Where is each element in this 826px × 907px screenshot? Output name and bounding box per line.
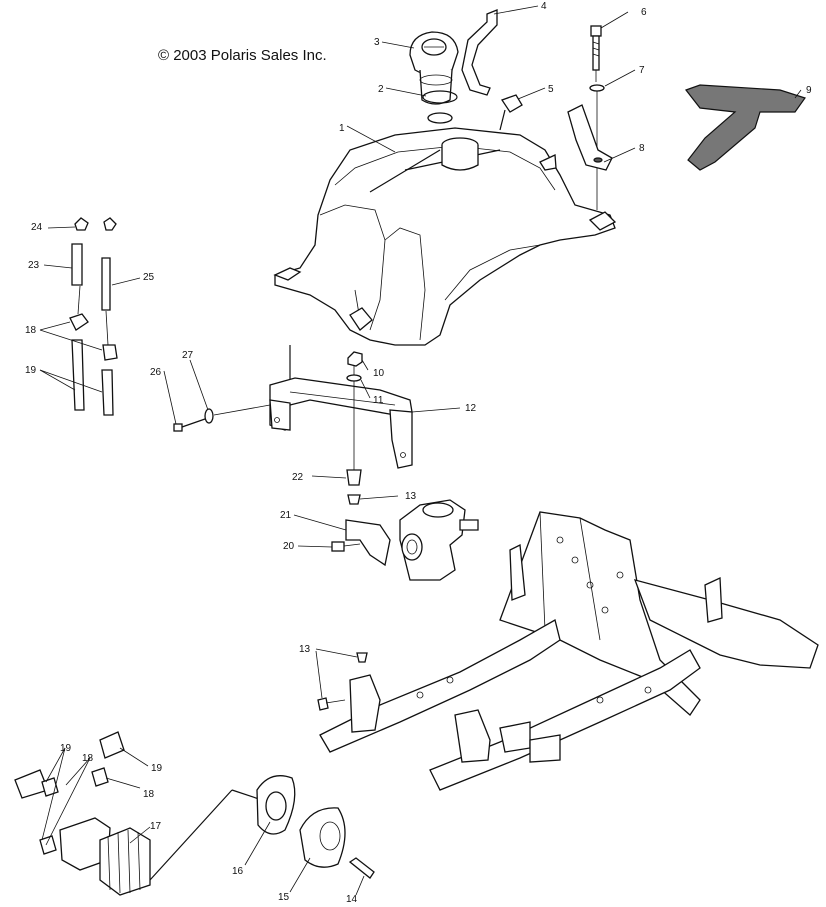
- callout-2: 2: [378, 84, 384, 95]
- copyright-notice: © 2003 Polaris Sales Inc.: [158, 47, 327, 64]
- callout-23: 23: [28, 260, 40, 271]
- tank-pad: [685, 84, 806, 171]
- vent-hose: [461, 9, 498, 96]
- callout-labels: 1 2 3 4 5 6 7 8 9 10 11 12 13 13 14 15 1…: [25, 1, 812, 905]
- fuel-tank: [273, 127, 617, 346]
- callout-13-frame: 13: [299, 644, 311, 655]
- callout-13-carb: 13: [405, 491, 417, 502]
- washer-11: [346, 374, 362, 382]
- callout-25: 25: [143, 272, 155, 283]
- bracket-8: [567, 104, 613, 171]
- fuel-cap: [409, 31, 459, 105]
- callout-20: 20: [283, 541, 295, 552]
- callout-21: 21: [280, 510, 292, 521]
- callout-18-valve: 18: [82, 753, 94, 764]
- callout-4: 4: [541, 1, 547, 12]
- callout-8: 8: [639, 143, 645, 154]
- fuel-valve-assembly: [14, 731, 375, 896]
- mounting-bracket: [269, 345, 413, 469]
- washer-7: [589, 84, 605, 210]
- callout-1: 1: [339, 123, 345, 134]
- callout-19-upper: 19: [25, 365, 37, 376]
- callout-15: 15: [278, 892, 290, 902]
- vent-fitting: [499, 94, 523, 131]
- frame-bolt-13-side: [317, 697, 346, 711]
- callout-3: 3: [374, 37, 380, 48]
- callout-22: 22: [292, 472, 304, 483]
- callout-5: 5: [548, 84, 554, 95]
- callout-19-hose: 19: [151, 763, 163, 774]
- callout-18-upper: 18: [25, 325, 37, 336]
- fuel-line-detail: [69, 217, 118, 416]
- callout-10: 10: [373, 368, 385, 379]
- frame-bolt-13-top: [356, 652, 368, 663]
- callout-17: 17: [150, 821, 162, 832]
- callout-26: 26: [150, 367, 162, 378]
- screw-26: [173, 418, 206, 432]
- nut-10: [347, 351, 363, 367]
- washer-27: [204, 404, 271, 424]
- carburetor: [399, 499, 479, 581]
- callout-6: 6: [641, 7, 647, 18]
- bolt-6: [590, 25, 602, 82]
- callout-24: 24: [31, 222, 43, 233]
- callout-14: 14: [346, 894, 358, 902]
- chassis-frame: [319, 511, 819, 791]
- callout-12: 12: [465, 403, 477, 414]
- leader-lines: [39, 5, 802, 896]
- callout-9: 9: [806, 85, 812, 96]
- bolt-20: [331, 541, 361, 552]
- callout-27: 27: [182, 350, 194, 361]
- grommet-22: [346, 469, 362, 486]
- callout-7: 7: [639, 65, 645, 76]
- callout-18-hose: 18: [143, 789, 155, 800]
- washer-18-upper: [347, 494, 361, 505]
- callout-19-valve: 19: [60, 743, 72, 754]
- callout-16: 16: [232, 866, 244, 877]
- fuel-cap-gasket: [422, 90, 458, 124]
- bracket-21: [345, 519, 391, 567]
- callout-11: 11: [373, 395, 384, 406]
